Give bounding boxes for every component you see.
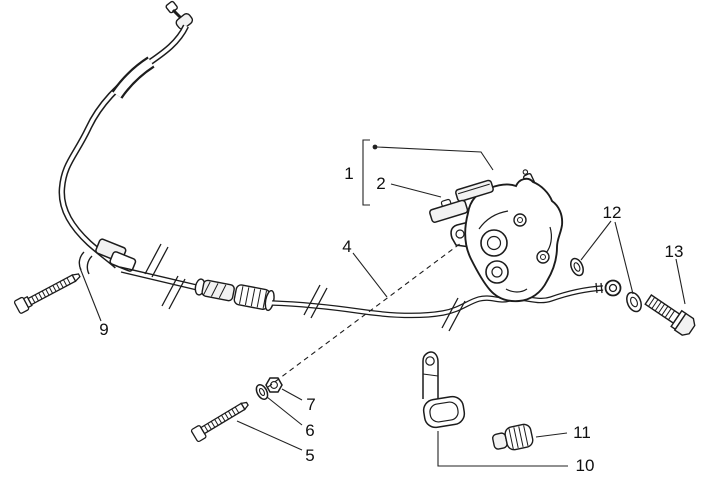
callout-10: 10 [576,456,595,475]
grommet [492,423,534,451]
clamp-screw [13,273,81,314]
alignment-dashed-line [267,242,462,388]
callout-2: 2 [376,174,385,193]
callout-6: 6 [305,421,314,440]
callout-4: 4 [342,237,351,256]
callout-5: 5 [305,446,314,465]
hose-bracket [422,351,466,429]
callout-labels: 1 2 4 5 6 7 9 10 11 12 13 [99,164,683,475]
callout-11: 11 [573,423,591,442]
inner-cable [119,266,198,291]
mounting-bolt [190,401,249,443]
callout-9: 9 [99,320,108,339]
banjo-fitting [604,279,622,297]
brake-cable [58,24,189,269]
leader-dot [372,144,378,150]
callout-13: 13 [665,242,684,261]
callout-leader-lines [79,139,686,467]
break-marks [144,243,466,332]
banjo-bolt [644,294,696,336]
callout-1: 1 [344,164,353,183]
brake-pads [429,179,494,223]
washer [255,384,269,400]
cable-adjuster [194,278,275,312]
sealing-washers [570,257,642,313]
cable-end-fitting [165,0,194,30]
brake-caliper [450,169,564,303]
callout-7: 7 [306,395,315,414]
nut [265,377,283,393]
callout-12: 12 [603,203,622,222]
